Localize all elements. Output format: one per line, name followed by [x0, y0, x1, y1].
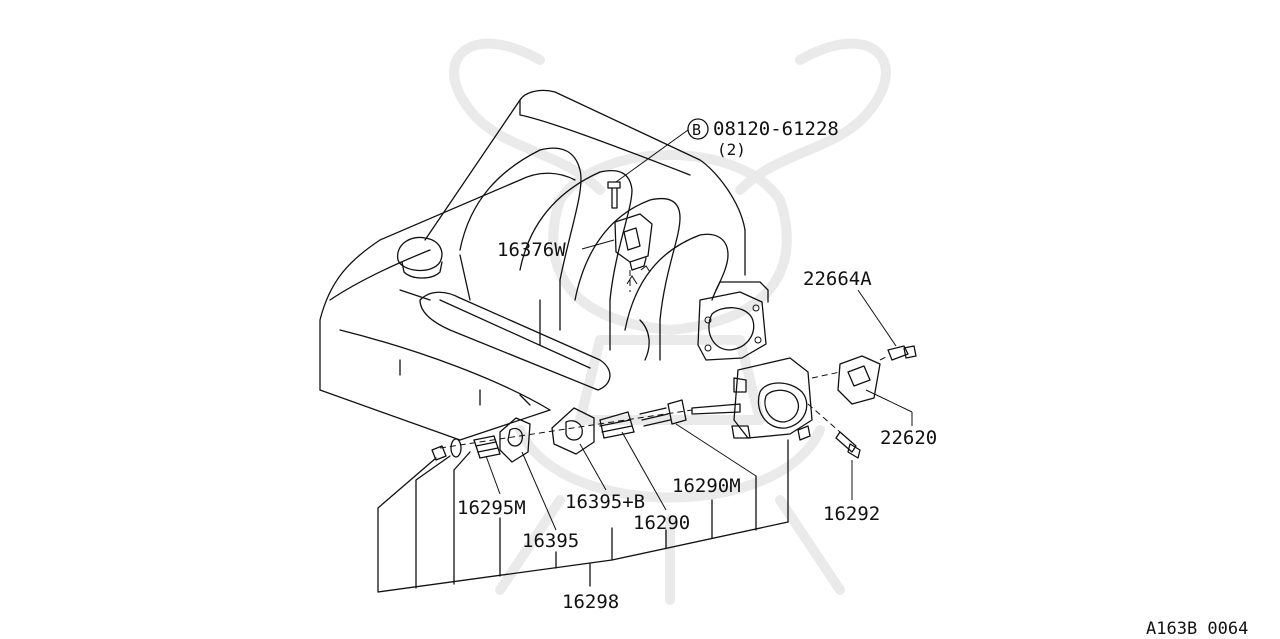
label-16295m: 16295M [457, 497, 526, 519]
label-16292: 16292 [823, 503, 880, 525]
label-16290m: 16290M [672, 475, 741, 497]
leader-lines [485, 239, 913, 531]
label-16290: 16290 [633, 512, 690, 534]
bolt-marker: B [692, 121, 701, 139]
label-bolt-qty: (2) [717, 140, 746, 159]
spring-16295m [473, 435, 501, 459]
label-16395: 16395 [522, 530, 579, 552]
screw-16292 [807, 403, 861, 459]
throttle-sensor-22620 [811, 355, 881, 405]
lever-16395 [499, 417, 531, 463]
throttle-body [691, 357, 813, 441]
nut-part [431, 445, 447, 461]
bracket-bolt [607, 129, 689, 209]
bolt-marker-circle [687, 118, 709, 140]
spring-16290m [639, 407, 671, 427]
bolt-callout: B 08120-61228 (2) [687, 118, 839, 159]
group-bracket-16298 [377, 439, 789, 593]
diagram-code: A163B 0064 [1146, 619, 1248, 639]
label-22664a: 22664A [803, 268, 872, 290]
intake-manifold [319, 89, 746, 441]
label-16395b: 16395+B [565, 491, 645, 513]
label-16298: 16298 [562, 591, 619, 613]
lever-16395b [551, 407, 595, 455]
throttle-chamber-flange [697, 281, 769, 361]
label-22620: 22620 [880, 427, 937, 449]
label-08120-61228: 08120-61228 [713, 118, 839, 140]
screw-22664a [879, 345, 917, 361]
shaft-parts [431, 399, 693, 463]
label-16376w: 16376W [497, 239, 566, 261]
spring-16290 [599, 411, 635, 439]
throttle-bracket-16376w [614, 213, 653, 292]
washer-part [450, 438, 462, 458]
